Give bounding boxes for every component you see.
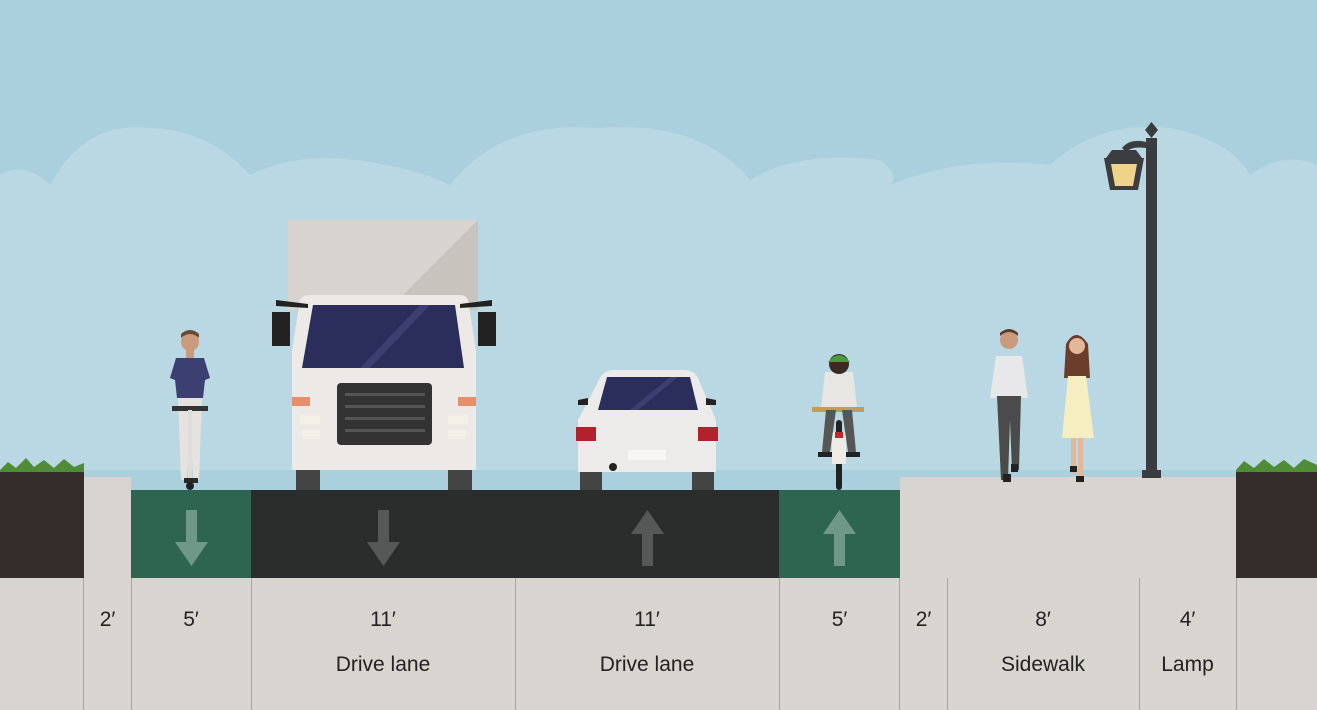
segment-width: 4′ (1179, 608, 1196, 631)
segment-width: 2′ (915, 608, 932, 631)
segment-divider (947, 578, 948, 710)
segment-name: Lamp (1161, 653, 1214, 676)
segment-bike-lane-right[interactable]: 5′ (779, 578, 900, 710)
segment-width: 11′ (634, 608, 660, 631)
segment-drive-lane-left[interactable]: 11′ Drive lane (251, 578, 515, 710)
street-lamp-icon (1104, 122, 1161, 478)
arrow-down-icon (367, 510, 400, 566)
segment-divider (131, 578, 132, 710)
box-truck-icon (272, 220, 496, 490)
segment-divider (779, 578, 780, 710)
planting-strip-left (0, 458, 84, 578)
arrow-up-icon (823, 510, 856, 566)
drive-lanes-surface (251, 490, 779, 578)
segment-divider (899, 578, 900, 710)
segment-buffer-right[interactable]: 2′ (900, 578, 947, 710)
arrow-up-icon (631, 510, 664, 566)
cyclist-icon (812, 354, 864, 490)
segment-divider (1236, 578, 1237, 710)
planting-strip-right (1236, 459, 1317, 578)
arrow-down-icon (175, 510, 208, 566)
segment-divider (1139, 578, 1140, 710)
segment-divider (83, 578, 84, 710)
pedestrian-woman-icon (1062, 335, 1094, 482)
sidewalk-surface (900, 477, 1236, 578)
segment-bike-lane-left[interactable]: 5′ (131, 578, 251, 710)
scooter-rider-icon (170, 330, 210, 490)
sedan-car-icon (576, 370, 718, 490)
segment-label-row (0, 578, 1317, 710)
segment-width: 5′ (831, 608, 848, 631)
segment-width: 11′ (370, 608, 396, 631)
segment-name: Drive lane (599, 653, 695, 676)
segment-lamp[interactable]: 4′ Lamp (1139, 578, 1236, 710)
segment-width: 5′ (183, 608, 199, 631)
buffer-left-curb (84, 477, 131, 578)
segment-divider (515, 578, 516, 710)
segment-width: 2′ (99, 608, 116, 631)
segment-drive-lane-right[interactable]: 11′ Drive lane (515, 578, 779, 710)
segment-name: Sidewalk (1000, 653, 1086, 676)
segment-divider (251, 578, 252, 710)
segment-name: Drive lane (335, 653, 431, 676)
segment-sidewalk[interactable]: 8′ Sidewalk (947, 578, 1139, 710)
segment-width: 8′ (1035, 608, 1051, 631)
pedestrian-man-icon (990, 329, 1028, 482)
segment-buffer-left[interactable]: 2′ (84, 578, 131, 710)
